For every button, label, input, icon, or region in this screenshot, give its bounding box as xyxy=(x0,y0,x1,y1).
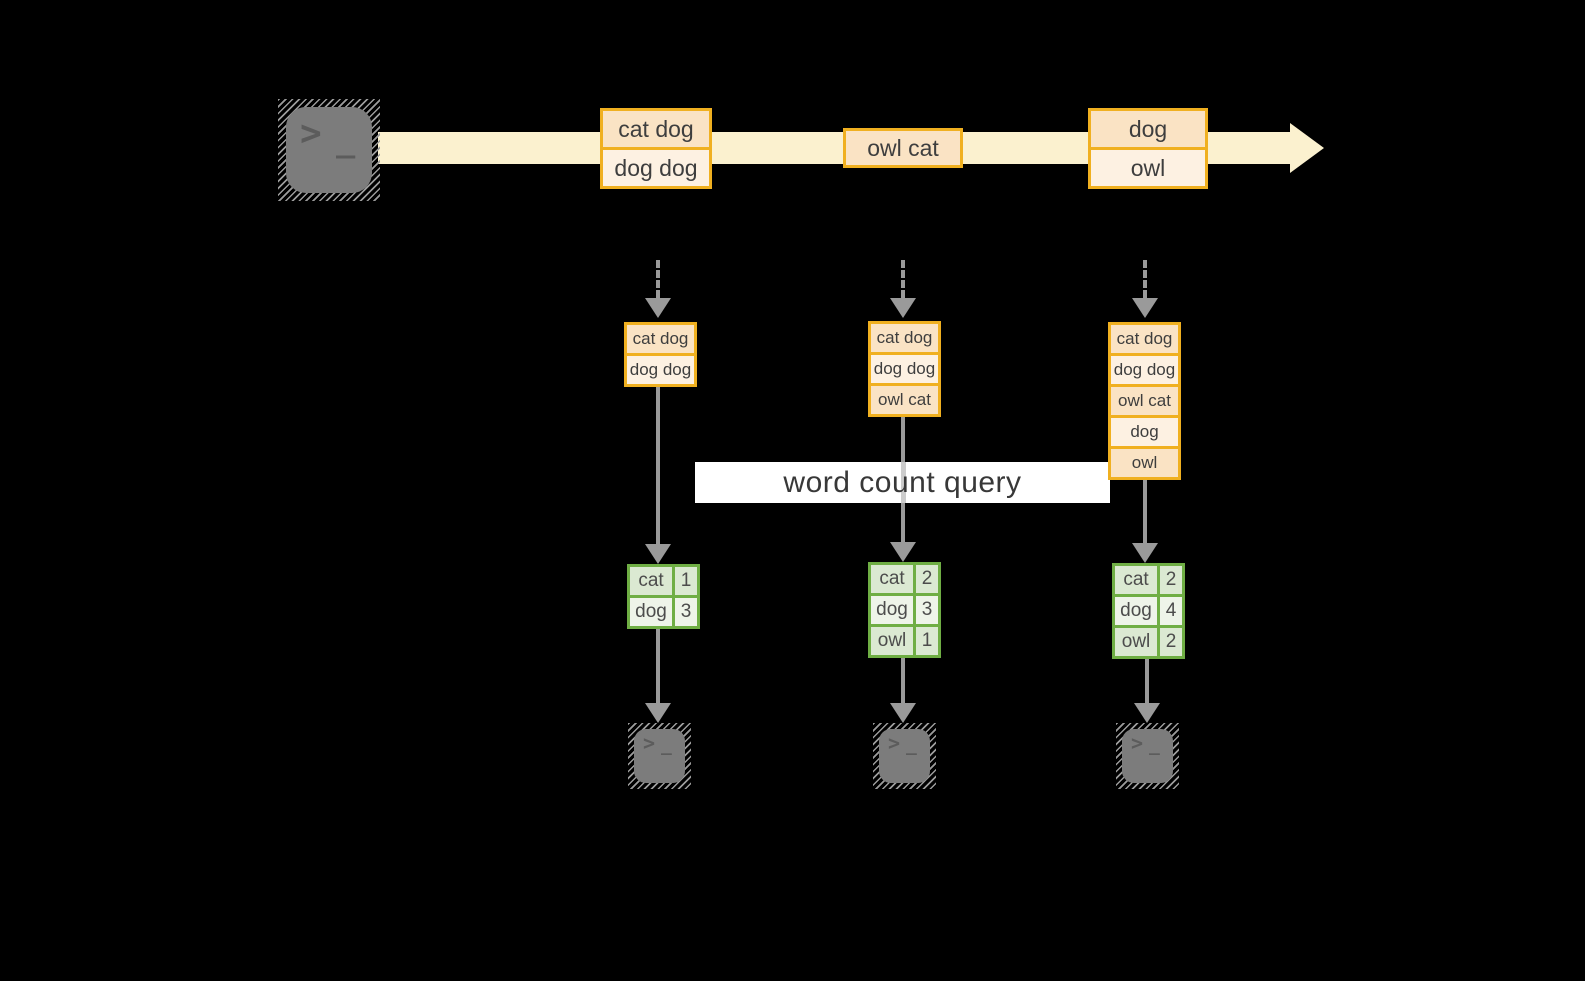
count-value: 3 xyxy=(675,598,697,626)
count-row: cat 1 xyxy=(630,567,697,595)
query-banner-label: word count query xyxy=(783,465,1022,499)
buffer-cell: owl cat xyxy=(871,386,938,414)
stream-batch-1: cat dog dog dog xyxy=(600,108,712,189)
arrow-stem xyxy=(656,387,660,544)
terminal-screen: > _ xyxy=(286,107,372,193)
dashed-arrow-stem xyxy=(901,260,905,298)
stream-batch-2: owl cat xyxy=(843,128,963,168)
terminal-cursor-icon: _ xyxy=(661,735,672,756)
dashed-arrow-head xyxy=(645,298,671,318)
count-word: owl xyxy=(1115,628,1158,656)
terminal-icon: > _ xyxy=(873,723,936,789)
buffer-cell: owl cat xyxy=(1111,387,1178,415)
word-count-query-banner: word count query xyxy=(695,462,1110,503)
stream-batch-3: dog owl xyxy=(1088,108,1208,189)
count-row: cat 2 xyxy=(871,565,938,593)
arrow-stem xyxy=(656,629,660,703)
count-value: 1 xyxy=(675,567,697,595)
count-row: dog 3 xyxy=(630,598,697,626)
count-table-2: cat 2 dog 3 owl 1 xyxy=(868,562,941,658)
count-value: 3 xyxy=(916,596,938,624)
count-word: cat xyxy=(1115,566,1158,594)
count-value: 2 xyxy=(916,565,938,593)
count-table-1: cat 1 dog 3 xyxy=(627,564,700,629)
stream-record: dog xyxy=(1091,111,1205,147)
buffer-cell: dog dog xyxy=(1111,356,1178,384)
terminal-screen: > _ xyxy=(1122,729,1173,783)
terminal-prompt-icon: > xyxy=(888,731,901,755)
count-word: dog xyxy=(871,596,914,624)
count-word: cat xyxy=(630,567,673,595)
count-row: dog 4 xyxy=(1115,597,1182,625)
stream-arrow-head xyxy=(1290,123,1324,173)
buffer-1: cat dog dog dog xyxy=(624,322,697,387)
count-word: dog xyxy=(630,598,673,626)
arrow-head xyxy=(1132,543,1158,563)
terminal-prompt-icon: > xyxy=(300,113,322,154)
terminal-cursor-icon: _ xyxy=(1149,735,1160,756)
arrow-stem xyxy=(1145,659,1149,703)
terminal-screen: > _ xyxy=(879,729,930,783)
count-word: owl xyxy=(871,627,914,655)
count-row: owl 1 xyxy=(871,627,938,655)
buffer-cell: cat dog xyxy=(627,325,694,353)
dashed-arrow-head xyxy=(1132,298,1158,318)
count-row: dog 3 xyxy=(871,596,938,624)
count-table-3: cat 2 dog 4 owl 2 xyxy=(1112,563,1185,659)
terminal-screen: > _ xyxy=(634,729,685,783)
arrow-head xyxy=(890,703,916,723)
stream-record: cat dog xyxy=(603,111,709,147)
dashed-arrow-head xyxy=(890,298,916,318)
terminal-prompt-icon: > xyxy=(643,731,656,755)
terminal-icon: > _ xyxy=(628,723,691,789)
arrow-stem xyxy=(1143,480,1147,543)
stream-record: owl cat xyxy=(846,131,960,165)
buffer-cell: dog dog xyxy=(627,356,694,384)
buffer-cell: cat dog xyxy=(1111,325,1178,353)
count-value: 4 xyxy=(1160,597,1182,625)
terminal-icon: > _ xyxy=(278,99,380,201)
dashed-arrow-stem xyxy=(656,260,660,298)
buffer-cell: dog xyxy=(1111,418,1178,446)
terminal-cursor-icon: _ xyxy=(906,735,917,756)
count-value: 2 xyxy=(1160,628,1182,656)
count-value: 2 xyxy=(1160,566,1182,594)
arrow-head xyxy=(1134,703,1160,723)
terminal-prompt-icon: > xyxy=(1131,731,1144,755)
count-row: owl 2 xyxy=(1115,628,1182,656)
count-word: dog xyxy=(1115,597,1158,625)
arrow-head xyxy=(645,544,671,564)
buffer-cell: cat dog xyxy=(871,324,938,352)
buffer-3: cat dog dog dog owl cat dog owl xyxy=(1108,322,1181,480)
count-word: cat xyxy=(871,565,914,593)
stream-record: owl xyxy=(1091,150,1205,186)
terminal-cursor-icon: _ xyxy=(336,121,356,159)
arrow-head xyxy=(645,703,671,723)
count-value: 1 xyxy=(916,627,938,655)
dashed-arrow-stem xyxy=(1143,260,1147,298)
buffer-cell: owl xyxy=(1111,449,1178,477)
arrow-head xyxy=(890,542,916,562)
terminal-icon: > _ xyxy=(1116,723,1179,789)
stream-record: dog dog xyxy=(603,150,709,186)
arrow-crossing-line xyxy=(901,462,906,503)
arrow-stem xyxy=(901,658,905,703)
buffer-cell: dog dog xyxy=(871,355,938,383)
count-row: cat 2 xyxy=(1115,566,1182,594)
buffer-2: cat dog dog dog owl cat xyxy=(868,321,941,417)
